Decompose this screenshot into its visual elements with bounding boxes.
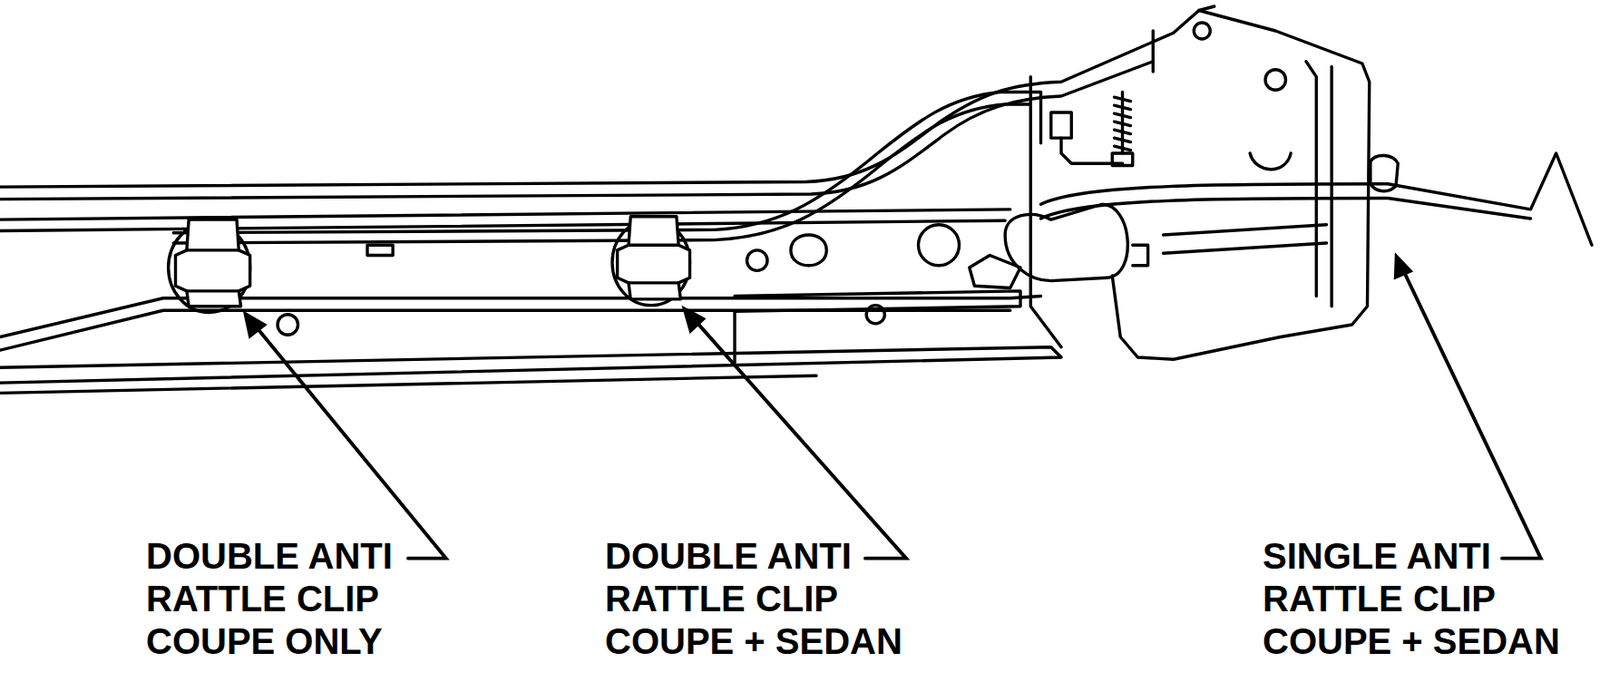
callout-label: DOUBLE ANTI RATTLE CLIP COUPE + SEDAN [604,535,905,664]
callout-label: DOUBLE ANTI RATTLE CLIP COUPE ONLY [146,535,446,664]
callout-label: SINGLE ANTI RATTLE CLIP COUPE + SEDAN [1262,535,1582,664]
